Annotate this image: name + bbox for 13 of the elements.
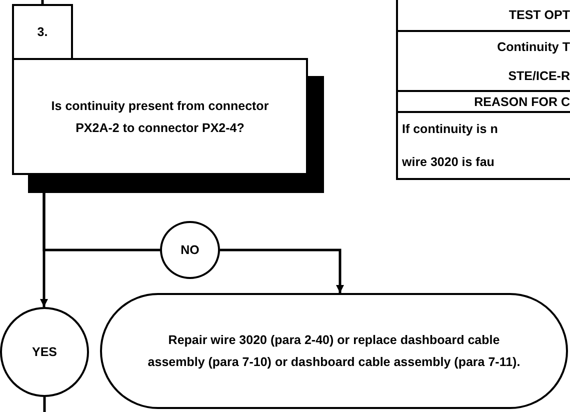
table-cell-text: wire 3020 is fau [402,154,496,169]
step-number-box: 3. [12,4,73,60]
yes-circle: YES [0,307,89,397]
table-cell-text: If continuity is n [402,122,499,136]
action-box: Repair wire 3020 (para 2-40) or replace dashboard cable assembly (para 7-10) or dashboard cable assembly (para 7-11). [100,293,568,409]
table-cell-text: Continuity T [496,40,570,54]
table-cell-text: STE/ICE-R [507,68,570,82]
connector-line [41,0,44,4]
table-cell-text: REASON FOR C [473,94,570,108]
no-circle: NO [160,221,220,279]
arrow [220,248,344,293]
connector-line [43,397,46,412]
table-cell-text: TEST OPT [508,8,570,22]
